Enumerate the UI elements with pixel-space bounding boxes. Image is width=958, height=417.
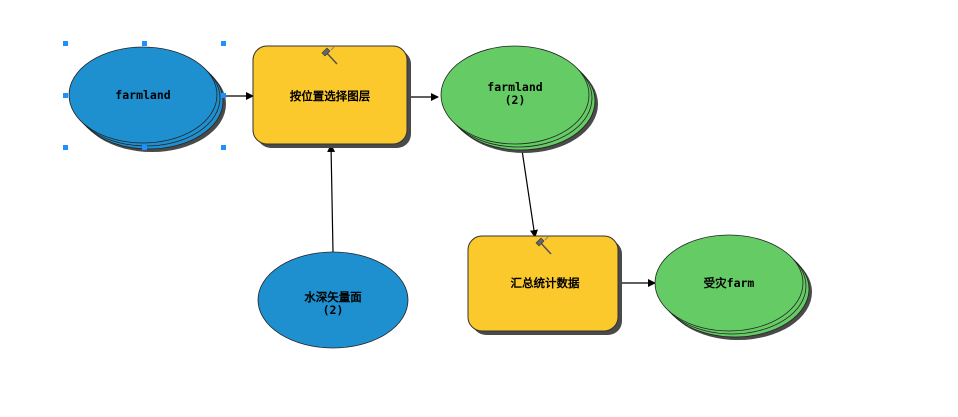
selection-handle[interactable]: [63, 41, 68, 46]
node-affected-farm[interactable]: 受灾farm: [654, 234, 812, 340]
selection-handle[interactable]: [142, 41, 147, 46]
selection-handles[interactable]: [63, 41, 226, 150]
selection-handle[interactable]: [221, 145, 226, 150]
node-select-by-location[interactable]: 按位置选择图层: [252, 45, 411, 148]
node-summary-statistics-label: 汇总统计数据: [511, 276, 580, 290]
node-water-depth[interactable]: 水深矢量面 (2): [257, 251, 409, 349]
connector-water-depth-to-select[interactable]: [327, 144, 336, 253]
hammer-icon: [321, 46, 338, 65]
node-water-depth-sublabel: (2): [323, 303, 344, 317]
selection-handle[interactable]: [142, 145, 147, 150]
node-select-by-location-label: 按位置选择图层: [290, 89, 371, 103]
hammer-icon: [535, 236, 552, 255]
node-affected-farm-label: 受灾farm: [704, 276, 755, 290]
node-farmland-input[interactable]: farmland: [68, 46, 226, 152]
selection-handle[interactable]: [63, 145, 68, 150]
selection-handle[interactable]: [221, 41, 226, 46]
selection-handle[interactable]: [63, 93, 68, 98]
selection-handle[interactable]: [221, 93, 226, 98]
node-summary-statistics[interactable]: 汇总统计数据: [467, 235, 622, 335]
connector-farmland-2-to-summary[interactable]: [521, 149, 538, 238]
node-water-depth-label: 水深矢量面: [304, 290, 362, 304]
node-farmland-input-label: farmland: [115, 88, 170, 102]
node-farmland-2-sublabel: (2): [505, 93, 526, 107]
node-farmland-2-label: farmland: [487, 80, 542, 94]
node-farmland-2[interactable]: farmland (2): [440, 45, 598, 153]
